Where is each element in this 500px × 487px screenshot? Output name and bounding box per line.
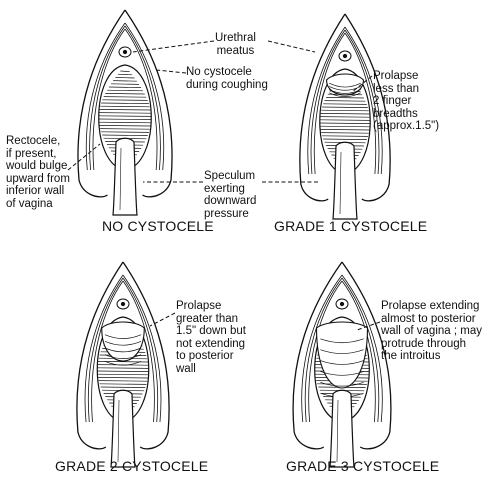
leader-no-cystocele <box>155 69 187 74</box>
label-rectocele: Rectocele, if present, would bulge upwar… <box>6 135 70 210</box>
label-urethral-meatus: Urethral meatus <box>215 32 256 57</box>
label-grade3-prolapse: Prolapse extending almost to posterior w… <box>381 300 482 362</box>
label-grade2-prolapse: Prolapse greater than 1.5" down but not … <box>176 300 246 375</box>
leader-urethral-right <box>267 40 316 53</box>
leader-urethral-left <box>132 40 215 53</box>
leader-rectocele <box>67 143 101 171</box>
leader-grade1-prolapse <box>351 75 373 93</box>
figure-grade3 <box>292 261 392 468</box>
leader-grade2-prolapse <box>149 312 176 327</box>
leader-grade3-prolapse <box>356 321 381 331</box>
figure-no-cystocele <box>77 9 173 216</box>
caption-no-cystocele: NO CYSTOCELE <box>102 218 214 234</box>
label-no-cystocele-coughing: No cystocele during coughing <box>186 66 268 91</box>
label-grade1-prolapse: Prolapse less than 2 finger breadths (ap… <box>373 70 440 132</box>
caption-grade2: GRADE 2 CYSTOCELE <box>55 458 209 474</box>
caption-grade3: GRADE 3 CYSTOCELE <box>286 458 440 474</box>
figure-grade2 <box>76 261 170 468</box>
label-speculum: Speculum exerting downward pressure <box>204 170 257 220</box>
caption-grade1: GRADE 1 CYSTOCELE <box>274 218 428 234</box>
